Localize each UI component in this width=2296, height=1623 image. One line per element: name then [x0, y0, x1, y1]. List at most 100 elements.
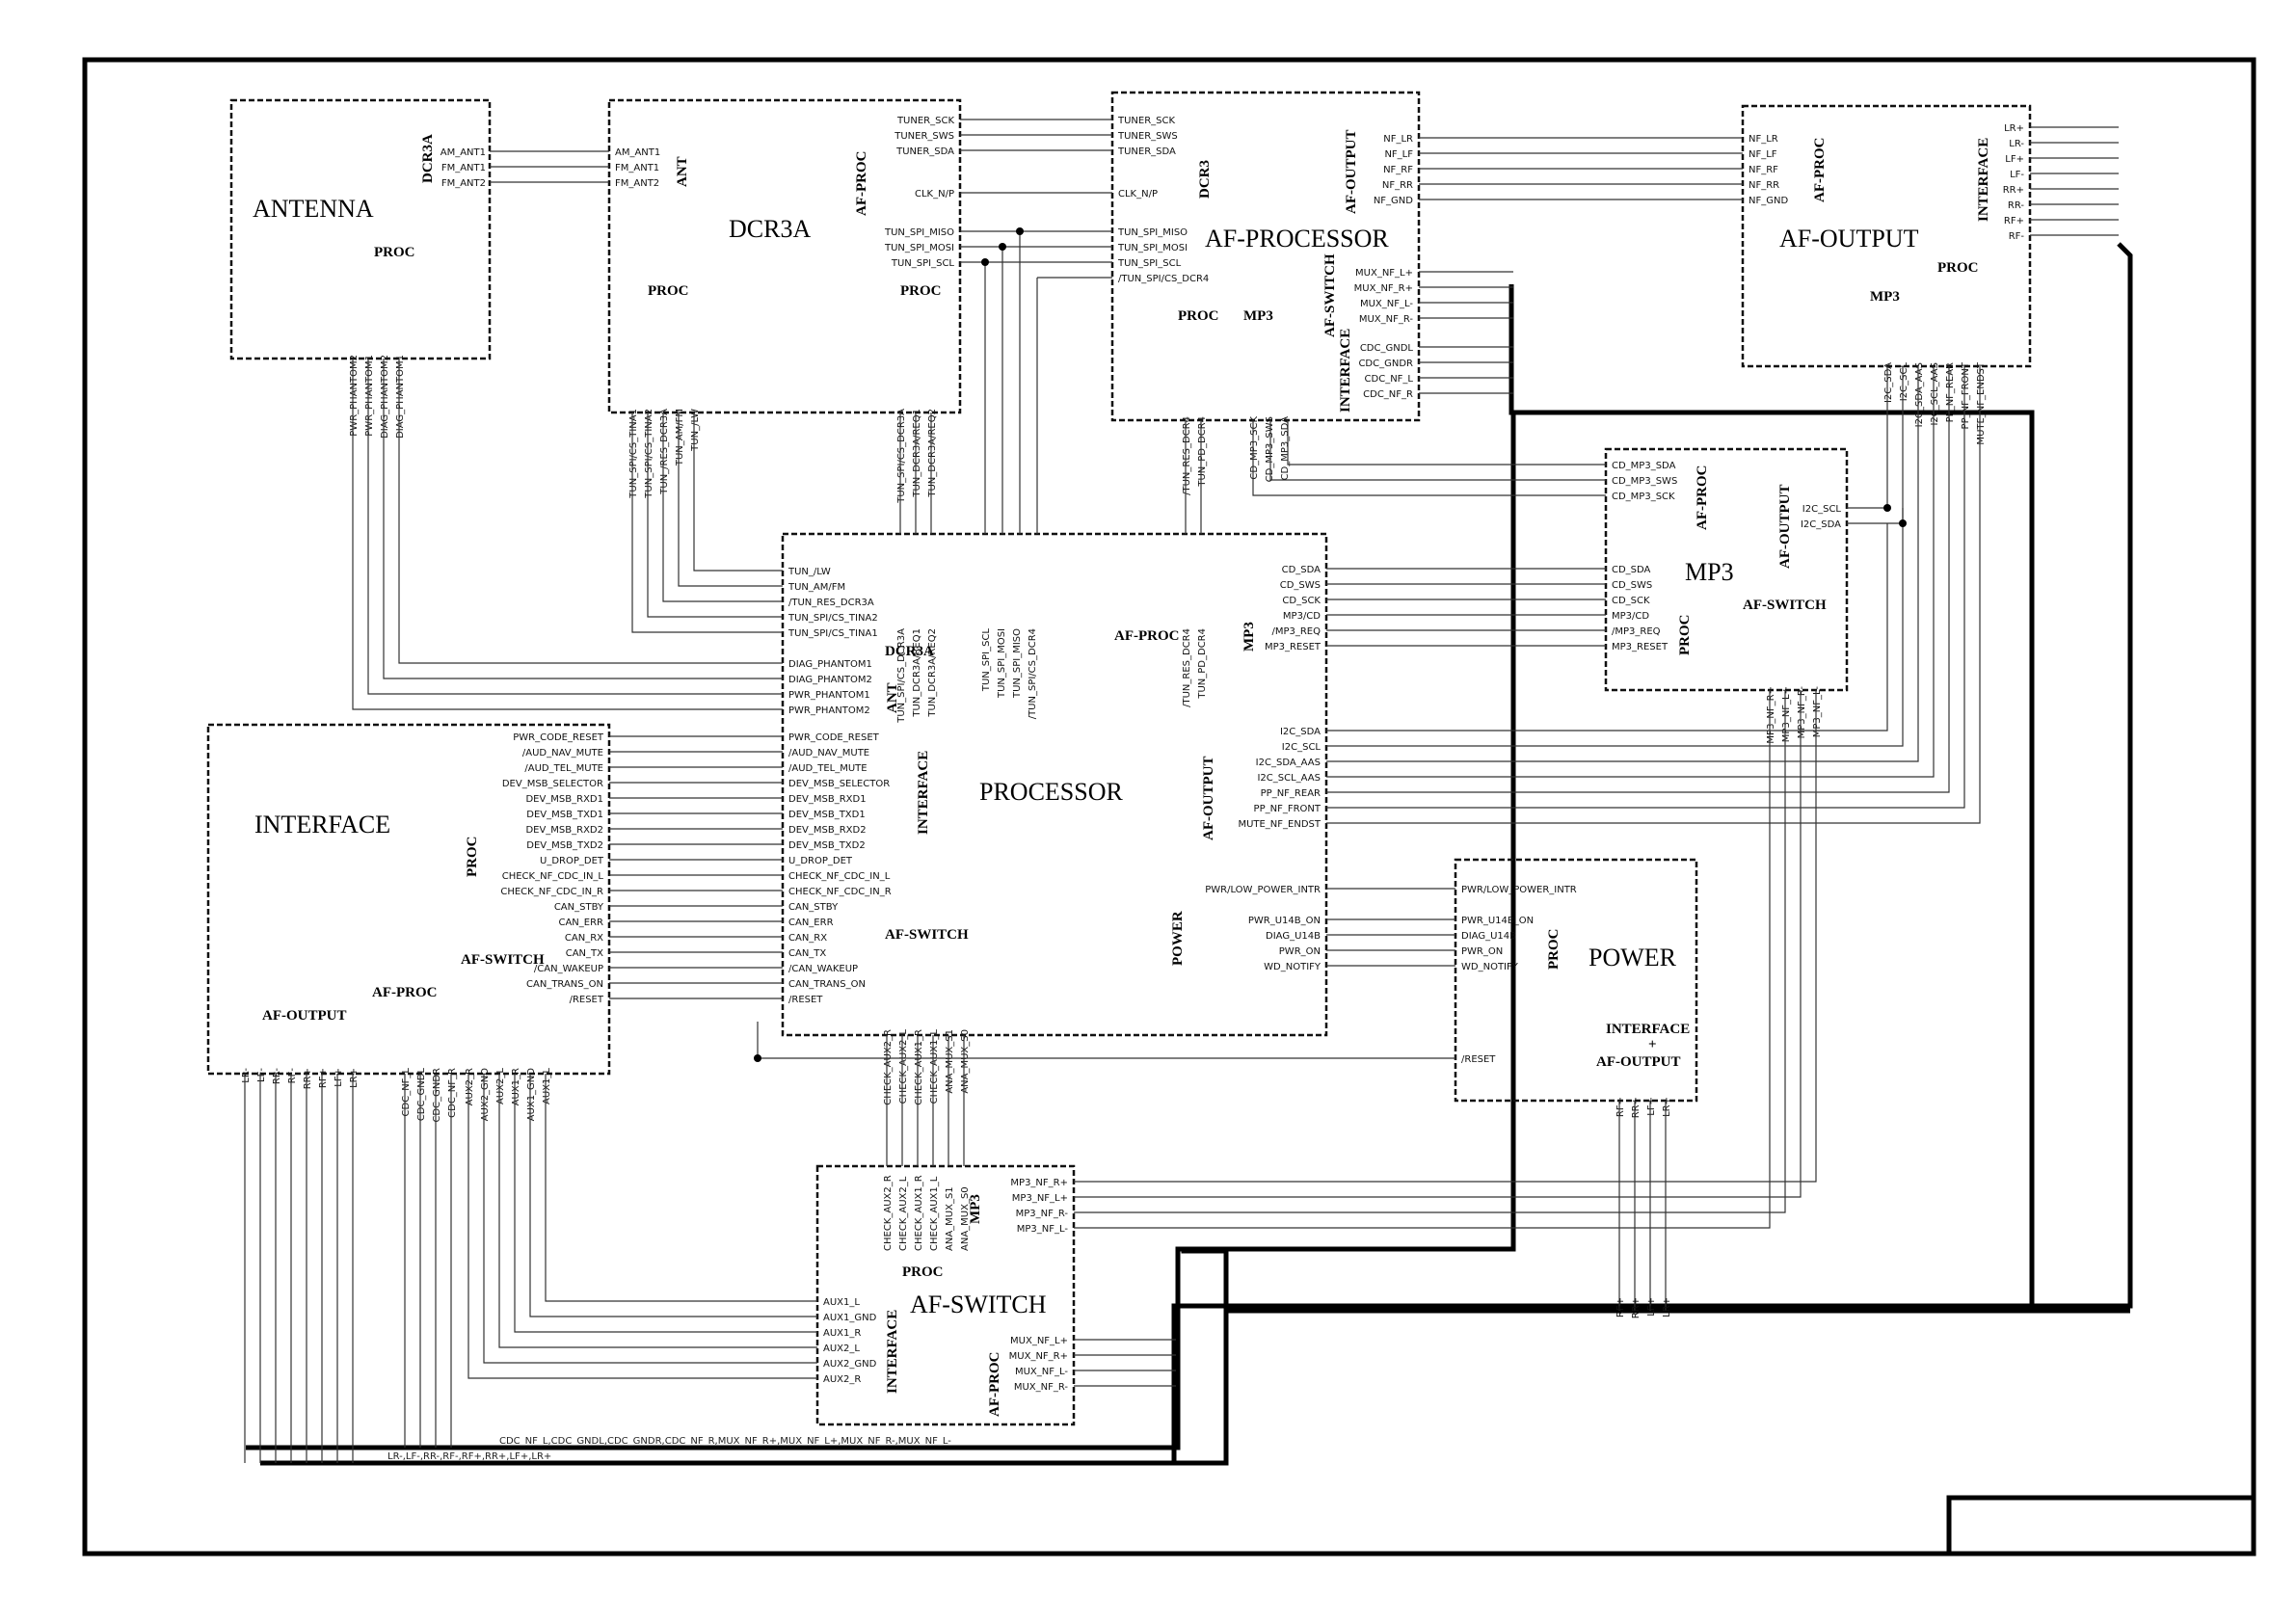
power-output-labels: RF+RR+LF+LR+ [1615, 1297, 1672, 1318]
pin-label: MUX_NF_R+ [1009, 1351, 1068, 1362]
bus-afout-right [260, 242, 2133, 1466]
pin-label: CHECK_AUX2_L [898, 1176, 909, 1251]
pin-label: NF_GND [1374, 196, 1413, 206]
processor-pins-right-top: CD_SDACD_SWSCD_SCKMP3/CD/MP3_REQMP3_RESE… [1265, 565, 1322, 652]
mp3-tag-afproc: AF-PROC [1695, 466, 1710, 531]
pin-label: LR- [241, 1068, 252, 1083]
pin-label: AUX2_L [823, 1344, 860, 1354]
pin-label: CAN_TX [788, 948, 826, 959]
processor-pins-left-top: TUN_/LWTUN_AM/FM/TUN_RES_DCR3ATUN_SPI/CS… [788, 567, 878, 639]
pin-label: I2C_SCL_AAS [1930, 362, 1940, 426]
pin-label: TUN_DCR3A/REQ2 [927, 409, 938, 498]
pin-label: CHECK_AUX2_L [898, 1029, 909, 1104]
block-antenna: ANTENNA DCR3A PROC AM_ANT1FM_ANT1FM_ANT2… [229, 98, 492, 439]
pin-label: RF+ [2004, 216, 2024, 226]
pin-label: DEV_MSB_RXD2 [788, 825, 867, 836]
afswitch-tag-afproc: AF-PROC [987, 1352, 1002, 1418]
pin-label: CAN_TRANS_ON [526, 979, 603, 990]
pin-label: NF_RR [1749, 180, 1779, 191]
interface-pins-right: PWR_CODE_RESET/AUD_NAV_MUTE/AUD_TEL_MUTE… [500, 732, 604, 1005]
pin-label: MUTE_NF_ENDST [1976, 361, 1987, 444]
pin-label: CD_MP3_SDA [1612, 461, 1676, 471]
pin-label: CDC_NF_L [1365, 374, 1414, 385]
pin-label: CAN_ERR [788, 918, 834, 928]
pin-label: CHECK_NF_CDC_IN_L [788, 871, 891, 882]
pin-label: MUTE_NF_ENDST [1238, 819, 1321, 830]
processor-pins-left-mid: DIAG_PHANTOM1DIAG_PHANTOM2PWR_PHANTOM1PW… [788, 659, 872, 716]
title-block [1946, 1495, 2256, 1556]
power-tag-plus: + [1648, 1037, 1657, 1052]
processor-pins-right-low: PWR/LOW_POWER_INTRPWR_U14B_ONDIAG_U14BPW… [1205, 885, 1322, 972]
pin-label: DEV_MSB_TXD1 [526, 810, 603, 820]
pin-label: CAN_TX [566, 948, 603, 959]
junction-dots [754, 227, 1907, 1062]
dcr3a-pins-right: TUNER_SCKTUNER_SWSTUNER_SDACLK_N/PTUN_SP… [884, 116, 954, 269]
pin-label: MP3_NF_R+ [1766, 686, 1776, 744]
pin-label: AUX2_R [823, 1374, 861, 1385]
afswitch-tag-proc: PROC [902, 1264, 944, 1280]
pin-label: NF_LF [1749, 149, 1777, 160]
pin-label: RR- [272, 1068, 282, 1084]
power-pins-left: PWR/LOW_POWER_INTRPWR_U14B_ONDIAG_U14BPW… [1461, 885, 1577, 1065]
pin-label: CDC_NF_R [447, 1068, 458, 1118]
pin-label: PWR/LOW_POWER_INTR [1461, 885, 1577, 895]
pin-label: CD_MP3_SWS [1612, 476, 1677, 487]
pin-label: CD_SWS [1280, 580, 1321, 591]
pin-label: /AUD_NAV_MUTE [788, 748, 869, 758]
pin-label: DEV_MSB_RXD1 [525, 794, 603, 805]
pin-label: CD_SCK [1612, 596, 1650, 606]
interface-title: INTERFACE [254, 811, 390, 838]
pin-label: ANA_MUX_S0 [960, 1186, 971, 1251]
pin-label: AUX1_GND [823, 1313, 877, 1323]
pin-label: AUX2_R [465, 1068, 475, 1105]
bus-label-cdc-mux: CDC_NF_L,CDC_GNDL,CDC_GNDR,CDC_NF_R,MUX_… [499, 1436, 951, 1447]
pin-label: NF_LR [1749, 134, 1778, 145]
afoutput-tag-mp3: MP3 [1870, 289, 1900, 305]
pin-label: MUX_NF_R+ [1354, 283, 1413, 294]
pin-label: TUN_SPI/CS_TINA1 [788, 628, 878, 639]
pin-label: CAN_ERR [558, 918, 603, 928]
pin-label: LR+ [2004, 123, 2024, 134]
pin-label: AUX1_L [823, 1297, 860, 1308]
bus-bottom [260, 1311, 1229, 1466]
block-afprocessor: AF-PROCESSOR DCR3 AF-OUTPUT AF-SWITCH IN… [1110, 91, 1421, 495]
pin-label: CHECK_AUX1_L [929, 1029, 940, 1104]
pin-label: MUX_NF_R- [1359, 314, 1414, 325]
pin-label: RR- [2008, 200, 2024, 211]
pin-label: DIAG_PHANTOM2 [380, 355, 390, 439]
mp3-tag-afsw: AF-SWITCH [1743, 598, 1827, 613]
pin-label: TUN_/RES_DCR3A [659, 409, 670, 495]
afswitch-tag-interface: INTERFACE [885, 1310, 900, 1394]
pin-label: TUN_SPI_MOSI [997, 628, 1007, 699]
interface-tag-proc: PROC [465, 837, 480, 878]
power-title: POWER [1589, 944, 1677, 971]
pin-label: TUN_PD_DCR4 [1197, 416, 1208, 488]
pin-label: I2C_SCL [1802, 504, 1842, 515]
pin-label: MP3_NF_L- [1017, 1224, 1069, 1235]
wires [244, 119, 2119, 1463]
pin-label: PWR_U14B_ON [1248, 916, 1321, 926]
pin-label: CLK_N/P [1118, 189, 1158, 200]
pin-label: /CAN_WAKEUP [788, 964, 858, 974]
pin-label: RF+ [1615, 1097, 1626, 1117]
pin-label: /MP3_REQ [1612, 626, 1661, 637]
pin-label: NF_RF [1749, 165, 1778, 175]
block-afoutput: AF-OUTPUT AF-PROC INTERFACE PROC MP3 NF_… [1741, 104, 2032, 445]
afproc-tag-dcr3: DCR3 [1197, 160, 1213, 199]
pin-label: /AUD_TEL_MUTE [524, 763, 603, 774]
pin-label: FM_ANT2 [441, 178, 486, 189]
pin-label: RR+ [1631, 1097, 1642, 1118]
pin-label: TUN_SPI_MISO [1117, 227, 1188, 238]
mp3-title: MP3 [1685, 558, 1734, 586]
pin-label: MP3_NF_R+ [1010, 1178, 1068, 1188]
pin-label: NF_LF [1384, 149, 1413, 160]
pin-label: I2C_SDA [1883, 362, 1894, 403]
pin-label: LF+ [1646, 1297, 1657, 1317]
